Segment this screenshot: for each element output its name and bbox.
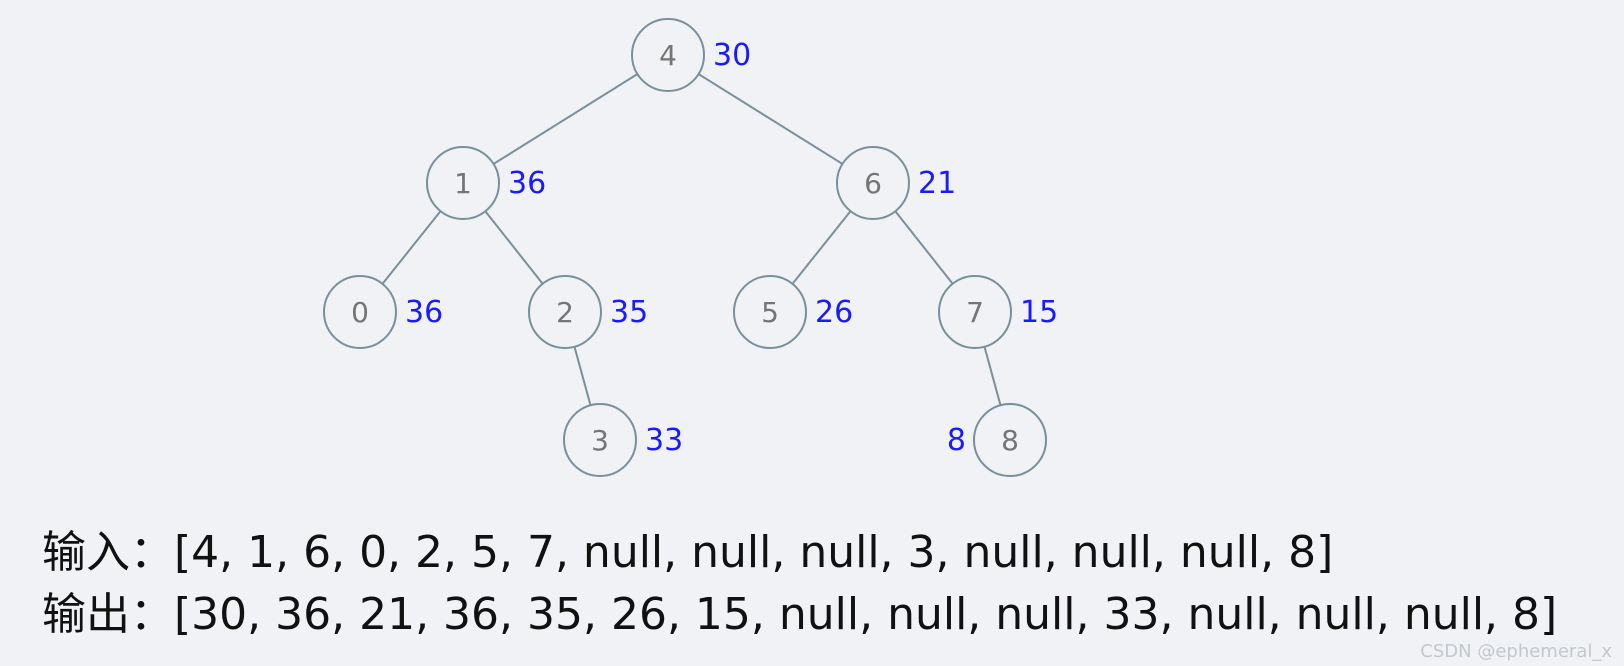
tree-node-1: 1 36 [426,146,546,220]
edge-6-5 [791,210,852,285]
node-value-label: 1 [454,167,472,200]
edge-1-2 [484,210,544,285]
node-value-label: 7 [966,296,984,329]
edge-6-7 [894,210,954,285]
edge-4-1 [493,73,638,165]
node-circle [528,275,602,349]
output-label: 输出： [42,589,174,640]
tree-node-0: 0 36 [323,275,443,349]
node-sum-label: 36 [405,295,443,330]
tree-node-7: 7 15 [938,275,1058,349]
node-value-label: 6 [864,167,882,200]
node-sum-label: 21 [918,166,956,201]
node-value-label: 8 [1001,424,1019,457]
edge-1-0 [381,210,442,285]
node-value-label: 3 [591,424,609,457]
input-value: [4, 1, 6, 0, 2, 5, 7, null, null, null, … [174,527,1334,578]
edge-2-3 [573,346,592,406]
node-sum-label: 30 [713,38,751,73]
node-sum-label: 15 [1020,295,1058,330]
node-value-label: 4 [659,39,677,72]
watermark: CSDN @ephemeral_x [1420,641,1612,662]
edge-4-6 [698,73,843,165]
node-value-label: 2 [556,296,574,329]
node-circle [733,275,807,349]
node-circle [836,146,910,220]
tree-node-5: 5 26 [733,275,853,349]
tree-node-8: 88 [947,403,1047,477]
node-circle [563,403,637,477]
node-circle [426,146,500,220]
edge-7-8 [983,346,1002,406]
tree-node-4: 4 30 [631,18,751,92]
node-sum-label: 8 [947,423,966,458]
node-sum-label: 26 [815,295,853,330]
node-sum-label: 36 [508,166,546,201]
input-line: 输入：[4, 1, 6, 0, 2, 5, 7, null, null, nul… [42,516,1333,580]
node-circle [973,403,1047,477]
output-value: [30, 36, 21, 36, 35, 26, 15, null, null,… [174,589,1558,640]
tree-node-6: 6 21 [836,146,956,220]
node-circle [938,275,1012,349]
node-sum-label: 35 [610,295,648,330]
input-label: 输入： [42,527,174,578]
node-value-label: 5 [761,296,779,329]
tree-node-2: 2 35 [528,275,648,349]
node-circle [323,275,397,349]
node-circle [631,18,705,92]
node-sum-label: 33 [645,423,683,458]
node-value-label: 0 [351,296,369,329]
tree-edges [381,73,1002,406]
output-line: 输出：[30, 36, 21, 36, 35, 26, 15, null, nu… [42,578,1557,642]
